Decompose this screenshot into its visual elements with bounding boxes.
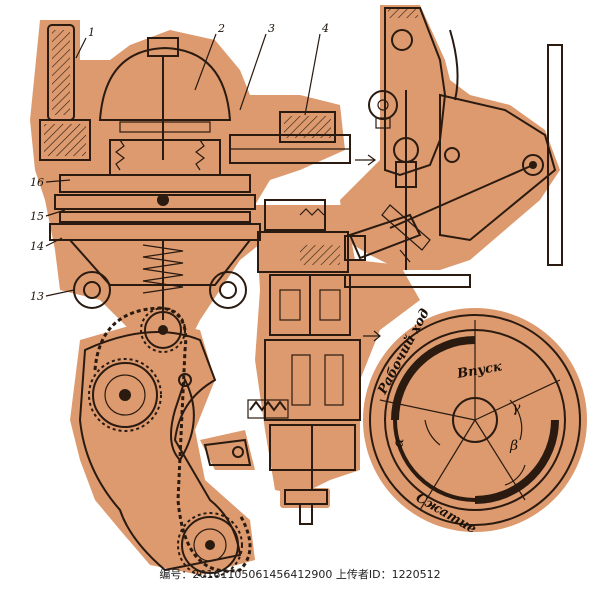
callout-4: 4	[321, 22, 329, 35]
callout-16: 16	[30, 176, 44, 189]
chain	[93, 306, 252, 573]
callout-3: 3	[268, 22, 275, 35]
pivot-bolt	[391, 29, 413, 51]
valve-spring	[249, 400, 287, 412]
spring	[142, 244, 184, 294]
right-bracket	[344, 7, 563, 288]
gauge-icon	[368, 90, 398, 120]
handwheel-rod	[547, 44, 563, 266]
callout-14: 14	[30, 240, 44, 253]
crank-arm	[78, 306, 252, 578]
label-alpha: α	[390, 436, 407, 449]
label-beta: β	[509, 438, 518, 454]
watermark-caption: 编号：20161105061456412900 上传者ID：1220512	[159, 568, 441, 581]
timing-disc	[369, 314, 581, 526]
valve-block	[203, 199, 411, 525]
upper-housing	[39, 24, 351, 320]
top-sprocket	[144, 311, 182, 349]
lower-gear	[181, 516, 239, 574]
callout-2: 2	[217, 22, 225, 35]
upper-gear	[92, 362, 158, 428]
label-gamma: γ	[512, 400, 521, 416]
callout-1: 1	[88, 26, 95, 39]
diaphragm-plate	[54, 194, 256, 210]
dome-cap	[98, 46, 232, 121]
callout-15: 15	[30, 210, 44, 223]
callout-13: 13	[30, 290, 44, 303]
